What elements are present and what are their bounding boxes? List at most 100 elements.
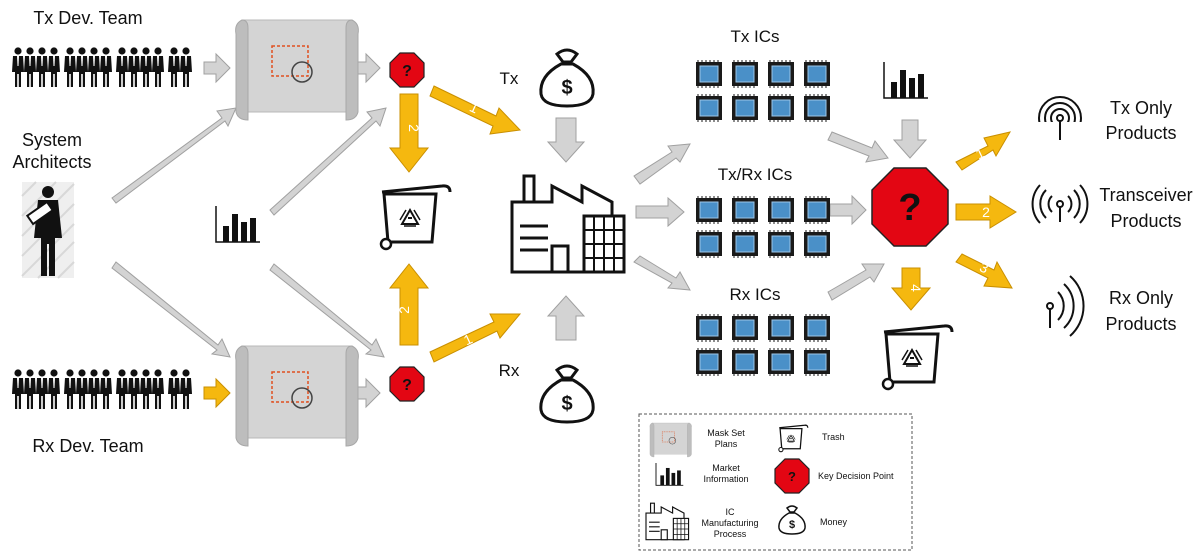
arrow-factory-to-txics [633, 143, 691, 185]
legend-market-line2: Information [703, 474, 748, 484]
arrow-rxteam-to-plan [203, 377, 231, 409]
tx-money: $ [539, 48, 595, 108]
arrow-txrxics-to-decision [829, 194, 867, 226]
money-mark: $ [789, 519, 795, 531]
arrow-number-trx-products: 2 [982, 204, 990, 220]
decision-mark: ? [402, 377, 412, 394]
legend: Mask Set Plans Trash Market Information … [638, 413, 913, 551]
legend-mask-line2: Plans [715, 439, 738, 449]
legend-money-label: Money [820, 517, 848, 527]
legend-decision: ? Key Decision Point [774, 458, 894, 494]
arrow-factory-to-rxics [633, 255, 691, 291]
rx-products-label-line2: Products [1105, 314, 1176, 334]
legend-trash-label: Trash [822, 432, 845, 442]
decision-mark: ? [788, 469, 796, 484]
arrow-number-trash: 4 [908, 284, 924, 292]
legend-factory: IC Manufacturing Process [645, 502, 759, 541]
rx-mask-plan-icon [234, 345, 360, 447]
tx-dev-team: Tx Dev. Team [12, 8, 192, 87]
tx-products-label-line2: Products [1105, 123, 1176, 143]
arrow-factory-to-txrxics [635, 196, 685, 228]
rx-only-products: Rx Only Products [1046, 275, 1177, 337]
arrow-rxdecision-to-fab [429, 313, 522, 363]
legend-ic-line3: Process [714, 529, 747, 539]
receiver-antenna-icon [1046, 275, 1085, 337]
legend-money: $ Money [778, 505, 848, 535]
legend-mask-line1: Mask Set [707, 428, 745, 438]
legend-ic-line2: Manufacturing [701, 518, 758, 528]
trx-products-label-line1: Transceiver [1099, 185, 1192, 205]
tx-ics: Tx ICs [696, 27, 830, 122]
arrow-decision-to-tx-products [955, 131, 1012, 171]
legend-mask-plan: Mask Set Plans [649, 422, 745, 458]
mask-plan-icon [649, 422, 692, 458]
tx-team-label: Tx Dev. Team [33, 8, 142, 28]
rx-products-label-line1: Rx Only [1109, 288, 1173, 308]
arrow-txteam-to-plan [203, 52, 231, 84]
chip-row [696, 314, 830, 342]
tx-only-products: Tx Only Products [1036, 96, 1177, 144]
arrow-txics-to-decision [827, 131, 889, 163]
chip-row [696, 60, 830, 88]
arrow-rxmoney-to-factory [546, 295, 586, 341]
chip-row [696, 348, 830, 376]
arrow-rxics-to-decision [827, 263, 885, 301]
broadcast-antenna-icon [1036, 96, 1084, 144]
legend-market-line1: Market [712, 463, 740, 473]
chip-row [696, 94, 830, 122]
rx-ics: Rx ICs [696, 285, 830, 376]
legend-market: Market Information [655, 462, 749, 486]
chip-row [696, 230, 830, 258]
trash-icon [881, 324, 954, 391]
rx-dev-team: Rx Dev. Team [12, 369, 192, 456]
legend-ic-line1: IC [726, 507, 736, 517]
money-mark: $ [561, 393, 572, 415]
arrow-rxdecision-to-trash [388, 263, 430, 346]
rx-label: Rx [499, 361, 520, 380]
rx-decision-point: ? [389, 366, 425, 402]
arrow-txdecision-to-trash [388, 93, 430, 173]
architects-label-line1: System [22, 130, 82, 150]
arrow-architects-to-rxplan [111, 261, 231, 358]
tx-ics-label: Tx ICs [730, 27, 779, 46]
money-mark: $ [561, 77, 572, 99]
arrow-number-tx-trash: 2 [406, 124, 422, 132]
tx-decision-point: ? [389, 52, 425, 88]
stop-sign-icon [871, 167, 949, 247]
txrx-ics: Tx/Rx ICs [696, 165, 830, 258]
legend-trash: Trash [778, 424, 845, 453]
arrow-market-to-rxdecision [269, 263, 385, 358]
market-info-icon [883, 61, 929, 99]
arrow-txdecision-to-fab [429, 85, 522, 135]
decision-mark: ? [898, 187, 921, 229]
arrow-decision-to-trash [890, 267, 932, 311]
arrow-architects-to-txplan [111, 107, 237, 204]
tx-label: Tx [500, 69, 519, 88]
tx-mask-plan-icon [234, 19, 360, 121]
arrow-market-to-txdecision [269, 107, 387, 216]
architect-icon [21, 181, 75, 279]
txrx-ics-label: Tx/Rx ICs [718, 165, 793, 184]
trash-icon [379, 184, 452, 251]
neutral-arrows [111, 52, 928, 409]
rx-ics-label: Rx ICs [730, 285, 781, 304]
rx-money: $ [539, 364, 595, 424]
tx-products-label-line1: Tx Only [1110, 98, 1172, 118]
final-decision-point: ? [871, 167, 949, 247]
arrow-market-to-final-decision [892, 119, 928, 159]
market-info-icon [215, 205, 261, 243]
architects-label-line2: Architects [12, 152, 91, 172]
flow-arrows [203, 85, 1017, 409]
arrow-decision-to-trx-products [955, 195, 1017, 229]
arrow-txmoney-to-factory [546, 117, 586, 163]
trx-products-label-line2: Products [1110, 211, 1181, 231]
rx-team-people-icon [12, 369, 192, 409]
decision-mark: ? [402, 63, 412, 80]
arrow-decision-to-rx-products [955, 253, 1013, 289]
rx-team-label: Rx Dev. Team [32, 436, 143, 456]
transceiver-antenna-icon [1031, 184, 1089, 224]
arrow-number-labels: 1 2 2 1 1 2 3 4 [396, 99, 991, 349]
factory-icon [510, 174, 626, 274]
system-architects: System Architects [12, 130, 92, 279]
